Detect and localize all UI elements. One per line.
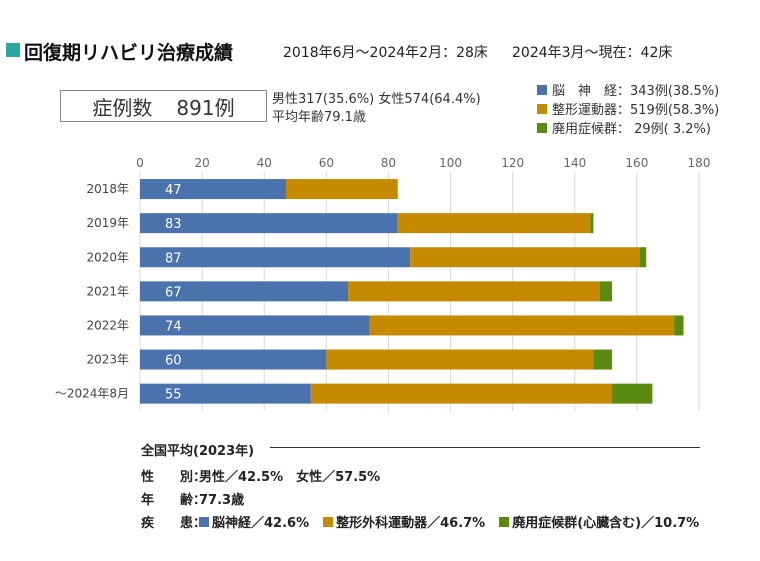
national-sex-key: 性 別： — [141, 470, 207, 485]
y-category-label-4: 2022年 — [86, 318, 129, 332]
x-tick-label-4: 80 — [381, 156, 396, 170]
y-category-label-0: 2018年 — [86, 182, 129, 196]
bar-segment-1-4 — [369, 315, 675, 336]
national-swatch-neuro — [199, 516, 209, 527]
national-disease-neuro-label: 脳神経／42.6% — [212, 516, 310, 531]
national-disease-key: 疾 患： — [141, 516, 207, 531]
national-disease-neuro: 脳神経／42.6% — [199, 512, 309, 531]
legend-item-neuro: 脳 神 経：343例(38.5%) — [537, 80, 719, 99]
page-title: 回復期リハビリ治療成績 — [24, 42, 234, 64]
data-label-0-1: 83 — [165, 217, 182, 232]
x-tick-label-5: 100 — [439, 156, 462, 170]
data-label-0-0: 47 — [165, 183, 182, 198]
y-category-label-6: ～2024年8月 — [55, 387, 129, 401]
x-tick-label-6: 120 — [501, 156, 524, 170]
legend-swatch-disuse — [537, 122, 547, 133]
bar-segment-0-5 — [140, 349, 327, 370]
period-note-1: 2018年6月～2024年2月：28床 — [283, 45, 488, 61]
national-sex-row: 性 別： 男性／42.5% 女性／57.5% — [141, 466, 380, 485]
average-age: 平均年齢79.1歳 — [272, 110, 366, 125]
legend-item-disuse: 廃用症候群： 29例( 3.2%) — [537, 118, 711, 137]
data-label-0-5: 60 — [165, 354, 182, 369]
national-title-rule — [270, 447, 700, 448]
national-disease-ortho-label: 整形外科運動器／46.7% — [336, 516, 486, 531]
bar-segment-2-6 — [612, 383, 653, 404]
legend-label-disuse: 廃用症候群： 29例( 3.2%) — [552, 122, 711, 137]
bar-segment-2-4 — [674, 315, 684, 336]
national-swatch-ortho — [323, 516, 334, 527]
title-marker — [6, 43, 20, 57]
bar-segment-0-4 — [140, 315, 370, 336]
x-tick-label-3: 60 — [319, 156, 334, 170]
sex-breakdown: 男性317(35.6%) 女性574(64.4%) — [272, 92, 481, 107]
bar-segment-2-5 — [593, 349, 613, 370]
legend-item-ortho: 整形運動器：519例(58.3%) — [537, 99, 719, 118]
bar-segment-1-6 — [310, 383, 613, 404]
data-label-0-6: 55 — [165, 388, 182, 403]
national-swatch-disuse — [499, 516, 510, 527]
bar-segment-1-3 — [348, 281, 600, 302]
data-label-0-2: 87 — [165, 251, 182, 266]
bar-segment-1-0 — [285, 179, 398, 200]
bar-segment-1-1 — [397, 213, 591, 234]
national-average-title: 全国平均(2023年) — [141, 444, 255, 459]
data-label-0-3: 67 — [165, 285, 182, 300]
bar-segment-2-2 — [639, 247, 647, 268]
bar-segment-1-2 — [410, 247, 640, 268]
bar-segment-2-3 — [599, 281, 613, 302]
bar-segment-0-0 — [140, 179, 286, 200]
legend-swatch-neuro — [537, 84, 547, 95]
y-category-label-5: 2023年 — [86, 353, 129, 367]
national-disease-disuse: 廃用症候群(心臓含む)／10.7% — [499, 512, 699, 531]
x-tick-label-7: 140 — [563, 156, 586, 170]
legend-label-ortho: 整形運動器：519例(58.3%) — [552, 103, 720, 118]
x-tick-label-0: 0 — [136, 156, 144, 170]
bar-segment-0-3 — [140, 281, 349, 302]
national-age-key: 年 齢： — [141, 493, 207, 508]
national-disease-row: 疾 患： 脳神経／42.6% 整形外科運動器／46.7% 廃用症候群(心臓含む)… — [141, 512, 713, 531]
stacked-bar-chart: 0 20 40 60 80 100 120 140 160 180 2018年 47 2019年 83 20… — [55, 156, 711, 411]
y-category-label-3: 2021年 — [86, 284, 129, 298]
x-tick-label-8: 160 — [625, 156, 648, 170]
legend-label-neuro: 脳 神 経：343例(38.5%) — [552, 84, 720, 99]
period-note-2: 2024年3月～現在：42床 — [512, 45, 673, 61]
data-label-0-4: 74 — [165, 319, 182, 334]
bar-segment-0-6 — [140, 383, 311, 404]
x-tick-label-9: 180 — [688, 156, 711, 170]
national-age-row: 年 齢： 77.3歳 — [141, 489, 244, 508]
bar-segment-2-1 — [590, 213, 594, 234]
national-sex-value: 男性／42.5% 女性／57.5% — [199, 470, 381, 485]
case-count-box: 症例数 891例 — [60, 90, 267, 122]
x-tick-label-2: 40 — [257, 156, 272, 170]
y-category-label-1: 2019年 — [86, 216, 129, 230]
y-category-label-2: 2020年 — [86, 250, 129, 264]
national-disease-disuse-label: 廃用症候群(心臓含む)／10.7% — [512, 516, 700, 531]
case-count-value: 891例 — [176, 95, 235, 120]
x-tick-label-1: 20 — [194, 156, 209, 170]
national-disease-ortho: 整形外科運動器／46.7% — [323, 512, 485, 531]
national-age-value: 77.3歳 — [199, 493, 245, 508]
bar-segment-1-5 — [326, 349, 594, 370]
bar-segment-0-2 — [140, 247, 411, 268]
legend-swatch-ortho — [537, 103, 547, 114]
case-count-label: 症例数 — [92, 95, 153, 120]
bar-segment-0-1 — [140, 213, 398, 234]
